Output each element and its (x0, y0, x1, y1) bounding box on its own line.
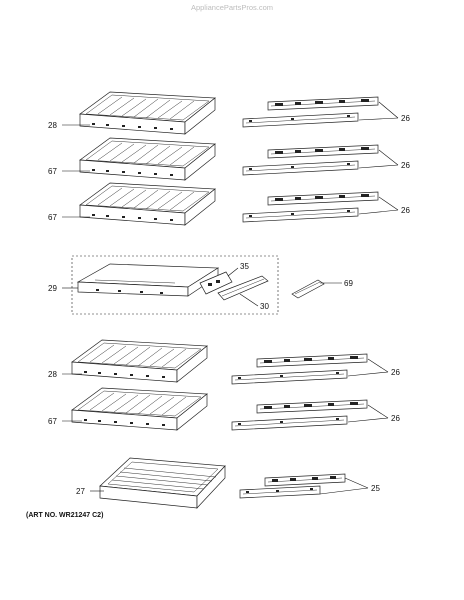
part-label-67: 67 (48, 167, 57, 176)
leader-slide-26-e-2 (347, 417, 389, 423)
leader-slide-26-a-2 (358, 117, 399, 121)
part-label-26: 26 (401, 114, 410, 123)
tray-28-upper (79, 91, 216, 135)
part-label-35: 35 (240, 262, 249, 271)
part-label-29: 29 (48, 284, 57, 293)
part-label-26: 26 (391, 414, 400, 423)
tray-67-a (79, 137, 216, 181)
cover-30 (217, 275, 269, 301)
part-label-25: 25 (371, 484, 380, 493)
part-label-27: 27 (76, 487, 85, 496)
leader-slide-25-1 (344, 477, 369, 489)
control-housing (76, 263, 220, 297)
leader-slide-26-b-1 (378, 149, 399, 166)
part-label-26: 26 (401, 206, 410, 215)
leader-slide-26-c-2 (358, 209, 399, 215)
slide-rails-26-c (242, 191, 379, 223)
part-label-69: 69 (344, 279, 353, 288)
watermark: AppliancePartsPros.com (190, 3, 274, 12)
leader-slide-26-b-2 (358, 164, 399, 169)
leader-slide-26-a-1 (378, 101, 399, 119)
part-label-26: 26 (391, 368, 400, 377)
part-label-67: 67 (48, 417, 57, 426)
art-number: (ART NO. WR21247 C2) (26, 512, 104, 519)
part-label-28: 28 (48, 121, 57, 130)
slide-rails-26-a (242, 96, 379, 128)
part-label-26: 26 (401, 161, 410, 170)
leader-slide-26-c-1 (378, 196, 399, 211)
part-label-28: 28 (48, 370, 57, 379)
leader-slide-26-e-1 (367, 404, 389, 419)
slide-rails-25 (239, 473, 346, 499)
leader-slide-26-d-1 (367, 358, 389, 373)
control-board-35 (199, 271, 233, 295)
leader-part-35 (227, 267, 239, 277)
tray-67-c (71, 387, 208, 431)
part-label-30: 30 (260, 302, 269, 311)
bin-27 (99, 457, 226, 509)
leader-part-30 (239, 293, 259, 307)
slide-rails-26-e (231, 399, 368, 431)
leader-slide-26-d-2 (347, 371, 389, 377)
trim-strip-69 (291, 279, 325, 299)
tray-28-lower (71, 339, 208, 383)
slide-rails-26-d (231, 353, 368, 385)
slide-rails-26-b (242, 144, 379, 176)
tray-67-b (79, 182, 216, 226)
leader-slide-25-2 (319, 487, 369, 495)
part-label-67: 67 (48, 213, 57, 222)
